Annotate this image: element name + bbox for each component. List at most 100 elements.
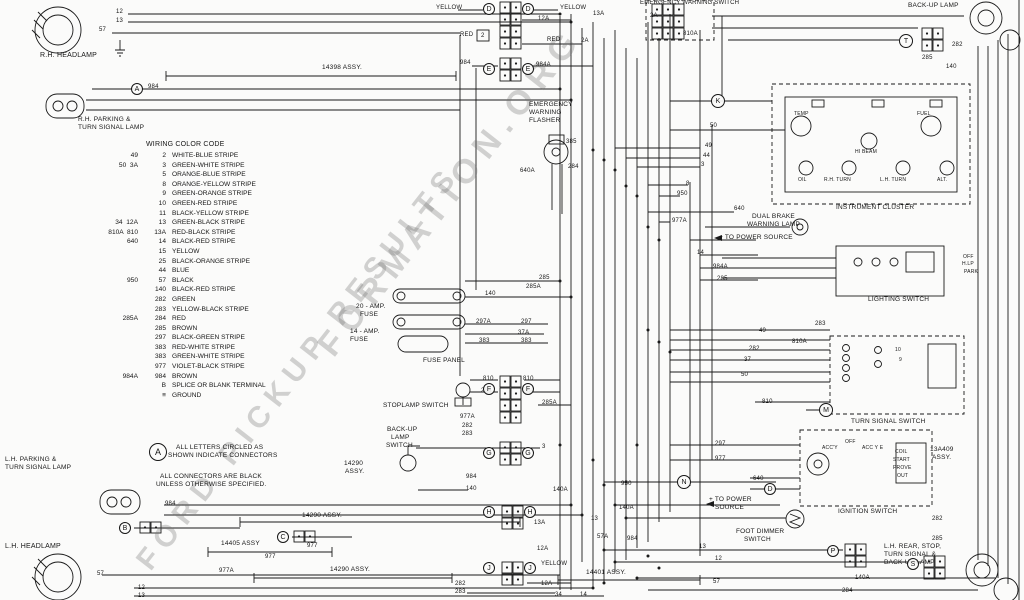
wire-label: 13 [138, 593, 146, 599]
legend-name: WHITE-BLUE STRIPE [172, 152, 239, 159]
legend-row: 25 BLACK-ORANGE STRIPE [46, 257, 266, 267]
note-connectors-2: SHOWN INDICATE CONNECTORS [168, 452, 278, 459]
emergency-flasher-label-3: FLASHER [529, 117, 561, 124]
instrument-cluster-label: INSTRUMENT CLUSTER [836, 204, 915, 211]
wire-label: 12 [116, 9, 124, 15]
wire-label: 140 [946, 64, 957, 70]
connector-circle-G: G [483, 447, 495, 459]
legend-code: 10 [158, 199, 166, 207]
assy-14290-label: 14290 [344, 460, 364, 467]
fuse-14amp-label-2: FUSE [350, 336, 369, 343]
connector-circle-S: S [907, 558, 919, 570]
legend-name: ORANGE-YELLOW STRIPE [172, 180, 256, 188]
wire-label: 977 [265, 554, 276, 560]
dual-brake-warning-label: DUAL BRAKE [752, 213, 795, 220]
wire-label: 140A [855, 575, 870, 581]
wire-label: 284 [842, 588, 853, 594]
wire-label: RED [547, 37, 561, 43]
legend-pre [46, 305, 144, 315]
legend-code: 14 [158, 238, 166, 246]
wire-label: 3 [542, 444, 546, 450]
wire-label: 285 [717, 276, 728, 282]
wire-label: 2A [650, 13, 658, 19]
legend-pre: 285A [122, 315, 138, 323]
stoplamp-switch-label: STOPLAMP SWITCH [383, 402, 449, 409]
rh-headlamp-label: R.H. HEADLAMP [40, 52, 98, 59]
wire-label: L.H. TURN [880, 177, 907, 183]
wire-label: 8 [686, 181, 690, 187]
wire-label: 282 [932, 516, 943, 522]
legend-code: 13 [158, 219, 166, 227]
wire-label: TEMP [794, 111, 809, 117]
wire-label: 282 [455, 581, 466, 587]
legend-pre [46, 391, 144, 401]
note-connectors-4: UNLESS OTHERWISE SPECIFIED. [156, 481, 267, 488]
wire-label: 2 [481, 33, 485, 39]
emergency-flasher-label-2: WARNING [529, 109, 562, 116]
wire-label: ALT. [937, 177, 948, 183]
legend-code: 5 [162, 171, 166, 179]
wire-label: 13A [534, 520, 546, 526]
legend-pre [46, 285, 144, 295]
backup-lamp-switch-label-2: LAMP [391, 434, 410, 441]
wire-label: 297 [521, 319, 532, 325]
fuse-20amp-label-2: FUSE [360, 311, 379, 318]
wire-label: 140 [485, 291, 496, 297]
legend-name: RED-WHITE STRIPE [172, 343, 236, 351]
wire-label: 12 [138, 585, 146, 591]
legend-pre: 810A 810 [108, 228, 138, 236]
wire-label: START [893, 457, 910, 463]
wire-label: 57 [99, 27, 107, 33]
legend-pre [46, 170, 144, 180]
wire-label: ACC Y E [862, 445, 884, 451]
legend-code: 25 [158, 257, 166, 265]
wire-label: 283 [455, 589, 466, 595]
wire-label: 282 [952, 42, 963, 48]
legend-code: 285 [154, 324, 166, 332]
wire-label: 984 [460, 60, 471, 66]
wire-label: 977 [715, 456, 726, 462]
legend-name: BLACK-ORANGE STRIPE [172, 257, 251, 265]
legend-name: GROUND [172, 391, 202, 399]
wire-label: RED [460, 32, 474, 38]
legend-pre: 950 [126, 276, 138, 284]
wire-label: 50 [741, 372, 749, 378]
assy-14398-label: 14398 ASSY. [322, 64, 363, 71]
wire-label: 13 [699, 544, 707, 550]
legend-pre [46, 343, 144, 353]
lh-headlamp-label: L.H. HEADLAMP [5, 543, 61, 550]
wire-label: 282 [462, 423, 473, 429]
wire-label: 34 [555, 592, 563, 598]
wire-label: 44 [703, 153, 711, 159]
wire-label: 140A [553, 487, 568, 493]
legend-pre [46, 333, 144, 343]
assy-14290-b-label: 14290 ASSY. [302, 512, 343, 519]
wire-label: 12A [538, 16, 550, 22]
wire-label: 297A [476, 319, 491, 325]
legend-name: BROWN [172, 372, 198, 380]
connector-circle-N: N [677, 475, 691, 489]
legend-name: GREEN [172, 295, 196, 303]
legend-code: 977 [154, 363, 166, 371]
wire-label: 285A [542, 400, 557, 406]
wire-label: 810 [762, 399, 773, 405]
wire-label: YELLOW [560, 5, 587, 11]
legend-code: 2 [162, 152, 166, 159]
legend-code: 15 [158, 247, 166, 255]
legend-code: B [161, 382, 166, 390]
legend-pre [46, 180, 144, 190]
power-source-2-label: + TO POWER [709, 496, 752, 503]
